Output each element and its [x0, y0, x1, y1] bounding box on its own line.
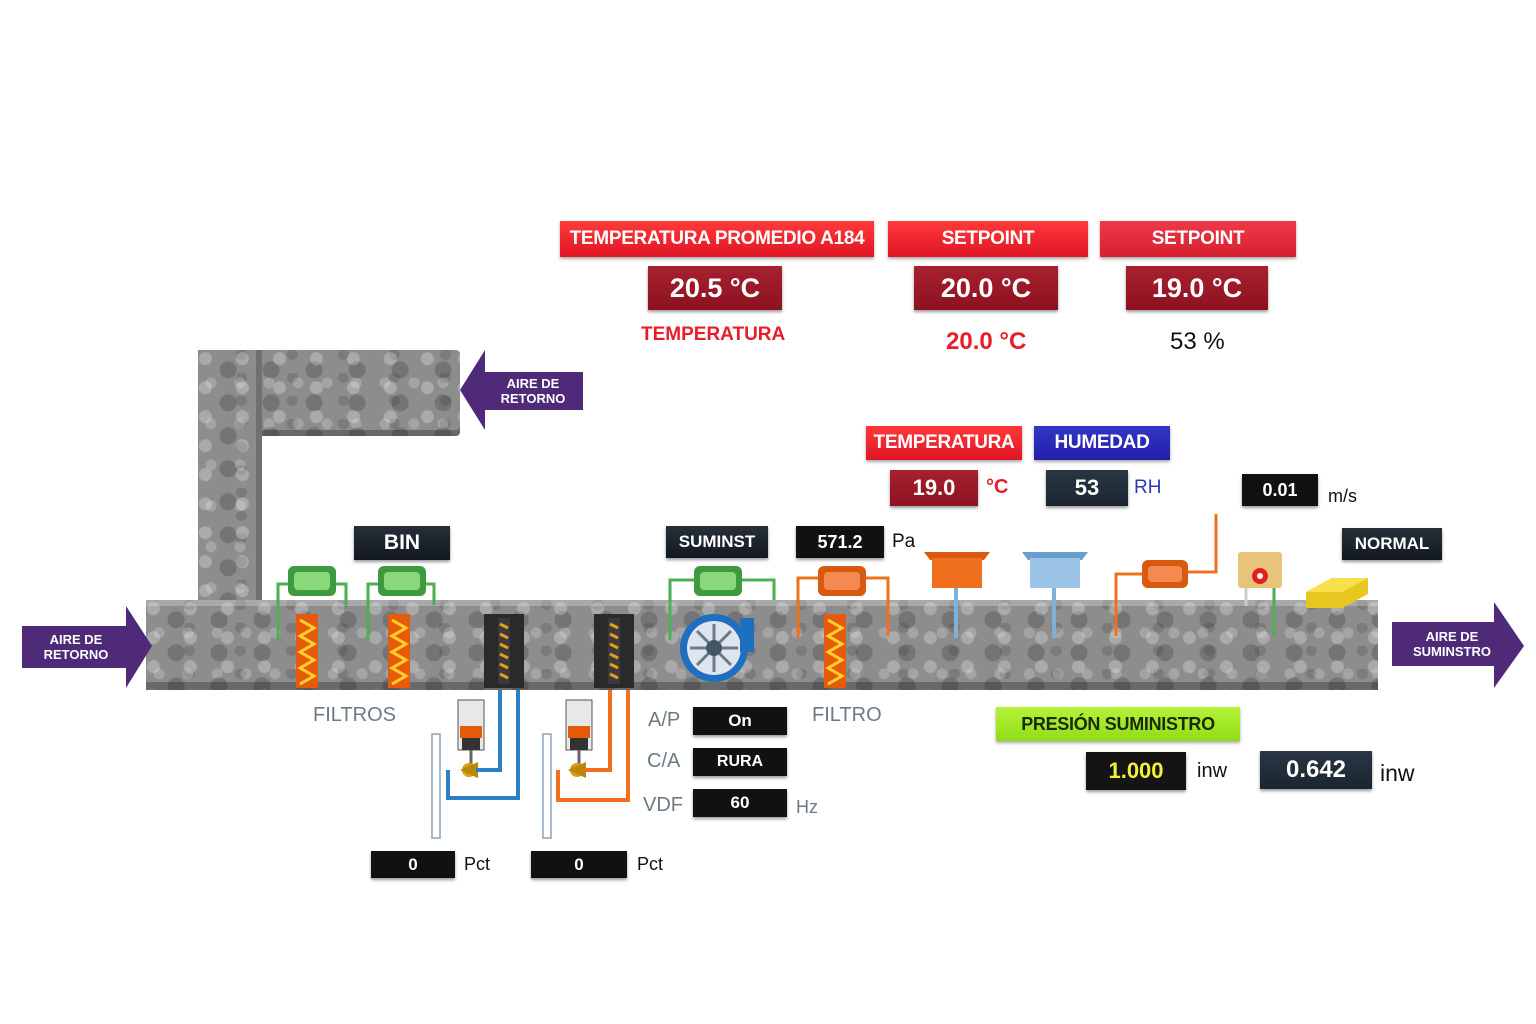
setpoint2-value[interactable]: 19.0 °C [1126, 266, 1268, 310]
supply-temp-unit: °C [986, 476, 1009, 498]
return-air-left-arrow [22, 606, 152, 688]
valve1-position-value[interactable]: 0 [371, 851, 455, 878]
avg-temp-value: 20.5 °C [648, 266, 782, 310]
supply-temp-header: TEMPERATURA [866, 426, 1022, 460]
valve1-level-bar [431, 733, 441, 839]
smoke-status-badge: NORMAL [1342, 528, 1442, 560]
filter-pressure-transmitter[interactable] [796, 566, 890, 638]
filters-label: FILTROS [313, 704, 396, 726]
airflow-velocity-unit: m/s [1328, 486, 1357, 506]
setpoint2-sub-value: 53 % [1170, 328, 1225, 355]
supply-air-right-arrow [1392, 602, 1524, 688]
setpoint1-sub-value: 20.0 °C [946, 328, 1027, 355]
supply-pressure-title: PRESIÓN SUMINISTRO [1021, 713, 1215, 734]
supply-pressure-setpoint-unit: inw [1197, 760, 1228, 782]
filter-diff-switch-1[interactable] [276, 566, 348, 640]
valve2-level-bar [542, 733, 552, 839]
fan-diff-switch[interactable] [668, 566, 776, 640]
setpoint1-header: SETPOINT [888, 221, 1088, 257]
avg-temp-title: TEMPERATURA PROMEDIO A184 [569, 228, 865, 249]
vdf-label: VDF [643, 794, 683, 816]
return-air-top-arrow [460, 350, 583, 430]
filter-1[interactable] [296, 614, 318, 688]
main-duct [146, 600, 1378, 690]
bin-label: BIN [354, 526, 450, 560]
ap-value[interactable]: On [693, 707, 787, 735]
duct-humidity-sensor[interactable] [1022, 552, 1088, 638]
supply-pressure-setpoint-value[interactable]: 1.000 [1086, 752, 1186, 790]
humidity-title: HUMEDAD [1054, 432, 1150, 453]
avg-temp-header: TEMPERATURA PROMEDIO A184 [560, 221, 874, 257]
ap-label: A/P [648, 709, 681, 731]
hot-water-valve[interactable] [556, 690, 630, 802]
humidity-value: 53 [1046, 470, 1128, 506]
setpoint2-title: SETPOINT [1151, 228, 1245, 249]
vdf-unit: Hz [796, 797, 818, 817]
vdf-value[interactable]: 60 [693, 789, 787, 817]
valve2-position-unit: Pct [637, 854, 664, 874]
setpoint2-header: SETPOINT [1100, 221, 1296, 257]
filter-3[interactable] [824, 614, 846, 688]
filter-pressure-value: 571.2 [796, 526, 884, 558]
humidity-header: HUMEDAD [1034, 426, 1170, 460]
duct-temperature-sensor[interactable] [924, 552, 990, 638]
filter-label: FILTRO [812, 704, 882, 726]
supply-pressure-actual-unit: inw [1380, 760, 1415, 786]
supply-temp-title: TEMPERATURA [873, 432, 1015, 453]
supply-pressure-actual-value: 0.642 [1260, 751, 1372, 789]
chilled-water-valve[interactable] [446, 690, 520, 800]
static-pressure-transmitter[interactable] [1114, 514, 1218, 636]
setpoint1-title: SETPOINT [941, 228, 1035, 249]
humidity-unit: RH [1134, 477, 1162, 498]
supply-fan[interactable] [680, 614, 754, 682]
airflow-velocity-value: 0.01 [1242, 474, 1318, 506]
valve2-position-value[interactable]: 0 [531, 851, 627, 878]
ca-label: C/A [647, 750, 681, 772]
cooling-coil[interactable] [484, 614, 524, 688]
supply-pressure-header: PRESIÓN SUMINISTRO [996, 707, 1240, 741]
smoke-detector[interactable] [1306, 578, 1368, 608]
heating-coil[interactable] [594, 614, 634, 688]
suminst-label: SUMINST [666, 526, 768, 558]
setpoint1-value[interactable]: 20.0 °C [914, 266, 1058, 310]
airflow-velocity-sensor[interactable] [1238, 552, 1282, 636]
supply-temp-value: 19.0 [890, 470, 978, 506]
filter-2[interactable] [388, 614, 410, 688]
ca-value[interactable]: RURA [693, 748, 787, 776]
valve1-position-unit: Pct [464, 854, 491, 874]
filter-diff-switch-2[interactable] [366, 566, 436, 640]
return-duct-vertical [198, 350, 262, 615]
filter-pressure-unit: Pa [892, 531, 916, 552]
avg-temp-sub-label: TEMPERATURA [641, 324, 786, 345]
